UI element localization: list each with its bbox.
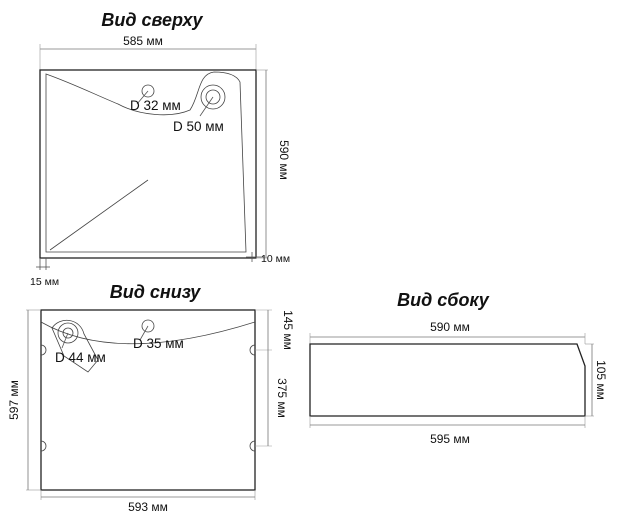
bottom-outer-outline	[40, 309, 256, 491]
top-small-hole	[141, 84, 155, 98]
top-small-hole-leader	[136, 90, 149, 105]
bottom-large-hole-inner	[62, 327, 74, 339]
side-top-width-label: 590 мм	[430, 320, 470, 334]
bottom-large-hole-leader	[61, 332, 69, 349]
bottom-small-hole-label: D 35 мм	[133, 336, 184, 351]
side-bottom-width-label: 595 мм	[430, 432, 470, 446]
top-view: Вид сверху 585 мм D 32 мм D 50 мм 590 мм…	[30, 10, 291, 288]
bottom-width-label: 593 мм	[128, 500, 168, 514]
bottom-large-hole-label: D 44 мм	[55, 350, 106, 365]
top-height-label: 590 мм	[277, 140, 291, 180]
top-rim-right-label: 10 мм	[261, 253, 290, 265]
side-outline	[309, 343, 586, 417]
bottom-bowl-curve	[40, 321, 256, 345]
top-outer-outline	[39, 69, 257, 259]
side-view: Вид сбоку 590 мм 105 мм 595 мм	[309, 290, 608, 446]
bottom-mount-notch-right-bottom	[249, 440, 256, 452]
top-large-hole-leader	[199, 96, 214, 117]
top-rim-left-label: 15 мм	[30, 276, 59, 288]
top-width-label: 585 мм	[123, 34, 163, 48]
bottom-offset-label: 145 мм	[281, 310, 295, 350]
bottom-mount-notch-left-top	[40, 344, 47, 356]
bottom-view: Вид снизу D 44 мм D 35 мм 597 мм 145 мм …	[7, 282, 295, 514]
bottom-mount-span-label: 375 мм	[275, 378, 289, 418]
bottom-small-hole-leader	[139, 325, 149, 341]
bottom-drain-channel	[51, 320, 99, 373]
top-view-title: Вид сверху	[101, 10, 203, 30]
top-large-hole-label: D 50 мм	[173, 119, 224, 134]
top-large-hole-outer	[200, 84, 226, 110]
top-drain-slope-line	[49, 179, 149, 251]
bottom-view-title: Вид снизу	[110, 282, 201, 302]
bottom-mount-notch-right-top	[249, 344, 256, 356]
top-large-hole-inner	[205, 89, 221, 105]
bottom-large-hole-outer	[57, 322, 79, 344]
side-view-title: Вид сбоку	[397, 290, 490, 310]
bottom-small-hole	[141, 319, 155, 333]
top-bowl-outline	[45, 71, 247, 253]
top-small-hole-label: D 32 мм	[130, 98, 181, 113]
bottom-height-label: 597 мм	[7, 380, 21, 420]
bottom-mount-notch-left-bottom	[40, 440, 47, 452]
side-thickness-label: 105 мм	[594, 360, 608, 400]
